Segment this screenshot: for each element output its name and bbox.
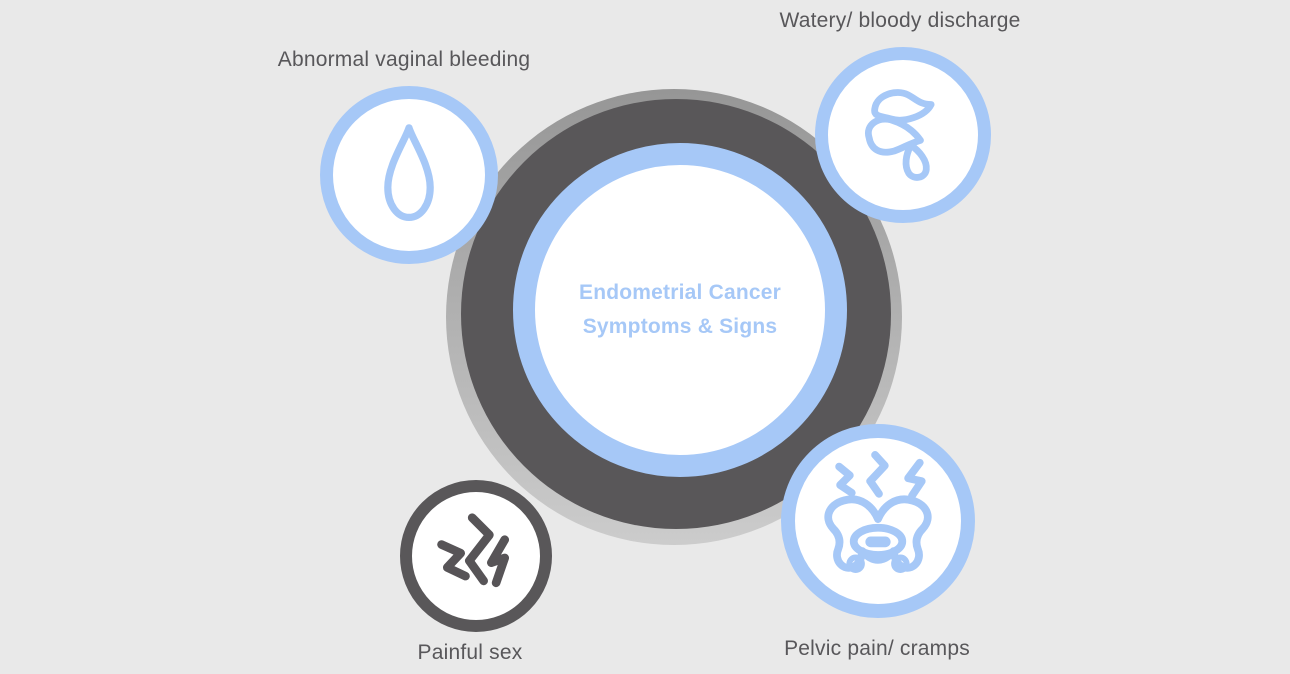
symptom-label-painful-sex: Painful sex [417, 641, 523, 664]
symptom-label-abnormal-vaginal-bleeding: Abnormal vaginal bleeding [277, 48, 531, 71]
blood-drop-icon [384, 124, 434, 221]
symptom-circle-abnormal-vaginal-bleeding [320, 86, 498, 264]
center-title-line1: Endometrial Cancer [579, 281, 781, 304]
center-circle: Endometrial Cancer Symptoms & Signs [513, 143, 847, 477]
discharge-drops-icon [865, 88, 935, 181]
symptom-circle-painful-sex [400, 480, 552, 632]
pelvis-cramps-icon [824, 451, 932, 573]
symptom-circle-pelvic-pain-cramps [781, 424, 975, 618]
symptom-label-pelvic-pain-cramps: Pelvic pain/ cramps [784, 637, 970, 660]
center-title-line2: Symptoms & Signs [582, 315, 778, 338]
symptom-label-watery-bloody-discharge: Watery/ bloody discharge [779, 9, 1021, 32]
center-title: Endometrial Cancer Symptoms & Signs [579, 276, 781, 344]
pain-cracks-icon [437, 513, 510, 588]
symptom-circle-watery-bloody-discharge [815, 47, 991, 223]
